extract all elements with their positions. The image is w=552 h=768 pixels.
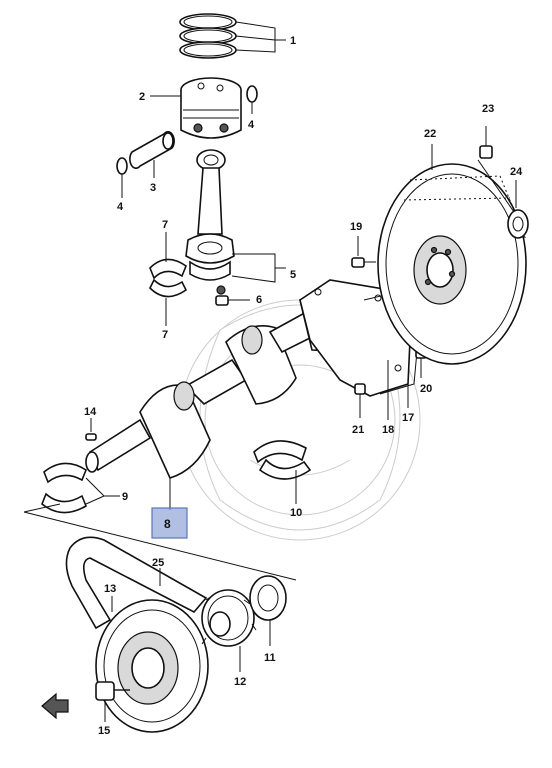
callout-12: 12 xyxy=(234,646,246,688)
callout-19: 19 xyxy=(350,221,362,256)
front-direction-arrow-icon xyxy=(41,692,69,720)
callout-label: 6 xyxy=(256,294,262,306)
callout-label: 11 xyxy=(264,652,276,664)
callout-6: 6 xyxy=(228,294,262,306)
connecting-rod[interactable] xyxy=(185,149,235,295)
callout-label: 14 xyxy=(84,406,97,418)
callout-10: 10 xyxy=(290,470,302,519)
callout-24: 24 xyxy=(510,166,523,208)
callout-label: 15 xyxy=(98,725,110,737)
callout-15: 15 xyxy=(98,700,110,737)
callout-23: 23 xyxy=(482,103,494,115)
timing-belt-sprocket[interactable] xyxy=(201,589,257,647)
callout-label: 10 xyxy=(290,507,302,519)
callout-17: 17 xyxy=(402,384,414,424)
callout-label: 18 xyxy=(382,424,394,436)
connecting-rod-nut[interactable] xyxy=(215,295,229,306)
callout-2: 2 xyxy=(139,91,181,103)
thrust-bearing-upper[interactable] xyxy=(253,440,307,464)
main-bearing-upper[interactable] xyxy=(43,462,87,484)
callout-label: 17 xyxy=(402,412,414,424)
connecting-rod-bearing-lower[interactable] xyxy=(149,278,188,298)
callout-7-top: 7 xyxy=(162,219,168,262)
piston-rings[interactable] xyxy=(179,13,237,59)
thrust-bearing-lower[interactable] xyxy=(258,458,312,480)
callout-5: 5 xyxy=(231,253,296,283)
callout-label: 20 xyxy=(420,383,432,395)
callout-13: 13 xyxy=(104,583,116,612)
callout-18: 18 xyxy=(382,360,394,436)
flywheel[interactable] xyxy=(377,163,527,365)
callout-label: 7 xyxy=(162,329,168,341)
callout-20: 20 xyxy=(420,358,432,395)
housing-bolt[interactable] xyxy=(351,257,376,268)
callout-1: 1 xyxy=(235,21,296,53)
callout-8: 8 xyxy=(151,478,188,539)
callout-label: 22 xyxy=(424,128,436,140)
callout-4-left: 4 xyxy=(117,174,124,213)
callout-14: 14 xyxy=(84,406,97,432)
crankshaft-pulley[interactable] xyxy=(95,599,209,733)
callout-21: 21 xyxy=(352,394,364,436)
callout-label: 3 xyxy=(150,182,156,194)
pilot-bearing[interactable] xyxy=(507,209,529,239)
flywheel-bolt[interactable] xyxy=(477,126,515,213)
piston[interactable] xyxy=(180,77,242,139)
callout-label: 19 xyxy=(350,221,362,233)
connecting-rod-bearing-upper[interactable] xyxy=(149,258,187,280)
housing-pin[interactable] xyxy=(354,383,366,395)
crankshaft-front-seal[interactable] xyxy=(249,575,287,621)
callout-label: 4 xyxy=(117,201,124,213)
callout-label: 13 xyxy=(104,583,116,595)
callout-label: 8 xyxy=(164,517,171,531)
piston-pin-circlip-left[interactable] xyxy=(116,157,128,175)
callout-7-bottom: 7 xyxy=(162,298,168,341)
callout-label: 7 xyxy=(162,219,168,231)
callout-label: 1 xyxy=(290,35,296,47)
assembly-axis-lines xyxy=(23,503,297,581)
timing-belt[interactable] xyxy=(65,536,208,630)
main-bearing-lower[interactable] xyxy=(41,492,87,514)
callout-22: 22 xyxy=(424,128,436,170)
highlight-box xyxy=(151,507,188,539)
crankshaft-key[interactable] xyxy=(85,433,97,441)
callout-25: 25 xyxy=(152,557,164,586)
callout-label: 12 xyxy=(234,676,246,688)
callout-9: 9 xyxy=(85,477,128,505)
callout-label: 21 xyxy=(352,424,364,436)
callout-label: 5 xyxy=(290,269,296,281)
callout-4-top: 4 xyxy=(248,102,255,131)
piston-pin-circlip[interactable] xyxy=(246,85,258,103)
callout-label: 4 xyxy=(248,119,255,131)
callout-label: 2 xyxy=(139,91,145,103)
callout-label: 25 xyxy=(152,557,164,569)
callout-3: 3 xyxy=(150,160,156,194)
piston-pin[interactable] xyxy=(129,131,175,169)
callout-label: 9 xyxy=(122,491,128,503)
callout-label: 23 xyxy=(482,103,494,115)
callout-11: 11 xyxy=(264,620,276,664)
callout-label: 24 xyxy=(510,166,523,178)
